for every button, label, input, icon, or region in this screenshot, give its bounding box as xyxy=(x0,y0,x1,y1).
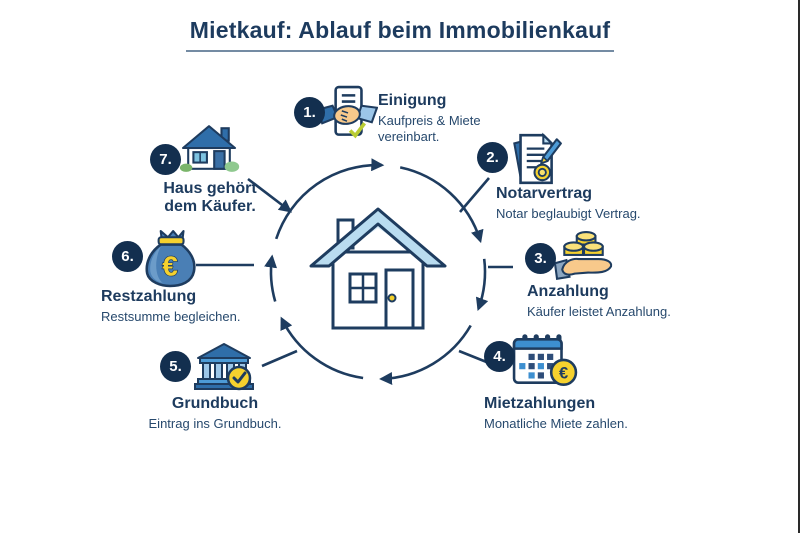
step-6-text: Restzahlung Restsumme begleichen. xyxy=(101,288,240,325)
step-1-desc: Kaufpreis & Miete vereinbart. xyxy=(378,113,481,144)
ring-arc-left-lower xyxy=(264,254,278,302)
hand-with-coins-icon xyxy=(553,231,613,281)
step-7-text: Haus gehört dem Käufer. xyxy=(148,180,272,216)
step-5-desc: Eintrag ins Grundbuch. xyxy=(148,416,282,431)
ring-arc-bottom xyxy=(280,316,364,380)
money-bag-euro-icon: € xyxy=(145,230,196,288)
ring-arc-left-upper xyxy=(274,158,385,240)
notary-document-pen-icon xyxy=(513,132,562,185)
step-2-text: Notarvertrag Notar beglaubigt Vertrag. xyxy=(496,185,641,222)
step-3-text: Anzahlung Käufer leistet Anzahlung. xyxy=(527,283,671,320)
step-3-desc: Käufer leistet Anzahlung. xyxy=(527,304,671,319)
step-2-title: Notarvertrag xyxy=(496,185,593,202)
check-badge xyxy=(226,365,252,391)
step-7-title: Haus gehört dem Käufer. xyxy=(163,180,257,215)
owned-house-icon xyxy=(179,125,240,172)
doorknob xyxy=(387,293,397,303)
spoke-step2 xyxy=(459,177,490,213)
calendar-euro-icon: € xyxy=(512,334,578,387)
ring-arc-right-lower xyxy=(379,324,472,386)
step-7-badge: 7. xyxy=(150,144,181,175)
step-4-title: Mietzahlungen xyxy=(484,395,596,412)
step-4-text: Mietzahlungen Monatliche Miete zahlen. xyxy=(484,395,628,432)
step-2-desc: Notar beglaubigt Vertrag. xyxy=(496,206,641,221)
bush xyxy=(179,163,193,172)
bush xyxy=(224,161,240,172)
step-4-badge: 4. xyxy=(484,341,515,372)
image-edge-line xyxy=(798,0,800,533)
header: Mietkauf: Ablauf beim Immobilienkauf xyxy=(0,0,800,52)
step-6-title: Restzahlung xyxy=(101,288,197,305)
step-4-desc: Monatliche Miete zahlen. xyxy=(484,416,628,431)
step-6-badge: 6. xyxy=(112,241,143,272)
step-1-text: Einigung Kaufpreis & Miete vereinbart. xyxy=(378,92,506,145)
step-1-title: Einigung xyxy=(378,92,447,109)
spoke-step5 xyxy=(261,349,298,368)
euro-symbol: € xyxy=(162,251,178,282)
step-3-badge: 3. xyxy=(525,243,556,274)
step-3-title: Anzahlung xyxy=(527,283,609,300)
euro-symbol: € xyxy=(559,365,568,383)
step-5-title: Grundbuch xyxy=(171,395,259,412)
ring-arc-top xyxy=(399,166,484,244)
step-5-text: Grundbuch Eintrag ins Grundbuch. xyxy=(140,395,290,432)
step-1-badge: 1. xyxy=(294,97,325,128)
house-illustration xyxy=(309,207,447,330)
step-5-badge: 5. xyxy=(160,351,191,382)
step-6-desc: Restsumme begleichen. xyxy=(101,309,241,324)
spoke-step7-arrow xyxy=(247,177,293,213)
ring-arc-right-upper xyxy=(475,258,489,312)
land-registry-building-icon xyxy=(194,343,254,391)
handshake-contract-icon xyxy=(316,85,378,139)
step-2-badge: 2. xyxy=(477,142,508,173)
page-title: Mietkauf: Ablauf beim Immobilienkauf xyxy=(185,17,615,52)
